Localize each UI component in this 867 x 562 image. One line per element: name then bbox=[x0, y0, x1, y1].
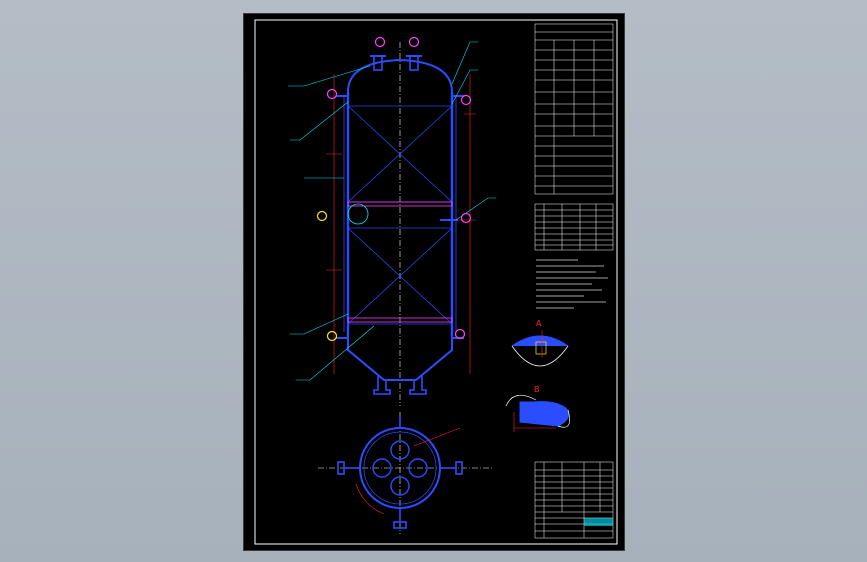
inner-frame bbox=[254, 19, 618, 545]
nozzle-tag-5 bbox=[316, 210, 328, 222]
manway-detail-circle bbox=[347, 203, 369, 225]
cad-drawing: A B bbox=[254, 19, 618, 545]
technical-notes bbox=[536, 259, 608, 309]
detail-a: A bbox=[511, 319, 569, 367]
plan-nozzle-w bbox=[372, 458, 392, 478]
bom-title-block bbox=[534, 461, 614, 539]
detail-b-flange bbox=[519, 401, 570, 427]
detail-a-head bbox=[511, 335, 569, 347]
plan-nozzle-e bbox=[408, 458, 428, 478]
outlet-nozzle-right bbox=[409, 376, 427, 395]
nozzle-tag-1 bbox=[374, 36, 386, 48]
tech-data-table bbox=[534, 23, 614, 195]
nozzle-tag-2 bbox=[408, 36, 420, 48]
column-vessel bbox=[288, 36, 496, 406]
nozzle-table bbox=[534, 203, 614, 251]
top-nozzle-b bbox=[409, 55, 419, 71]
outlet-nozzle-left bbox=[373, 376, 391, 395]
detail-a-label: A bbox=[536, 319, 542, 328]
support-grid-lower bbox=[347, 317, 453, 323]
nozzle-tag-3 bbox=[326, 88, 338, 100]
leader-lines bbox=[288, 41, 496, 381]
detail-b: B bbox=[505, 385, 570, 432]
packing-bed-lower bbox=[347, 227, 453, 325]
detail-b-label: B bbox=[534, 385, 540, 394]
nozzle-tag-8 bbox=[454, 328, 466, 340]
top-head bbox=[347, 58, 453, 93]
nozzle-tag-4 bbox=[460, 94, 472, 106]
plan-nozzle-n bbox=[390, 440, 410, 460]
drawing-sheet[interactable]: A B bbox=[243, 13, 625, 551]
nozzle-tag-6 bbox=[460, 212, 472, 224]
nozzle-tag-7 bbox=[326, 330, 338, 342]
title-block-highlight bbox=[584, 518, 613, 526]
plan-nozzle-s bbox=[390, 476, 410, 496]
support-grid-upper bbox=[347, 201, 453, 207]
plan-view bbox=[318, 412, 492, 534]
